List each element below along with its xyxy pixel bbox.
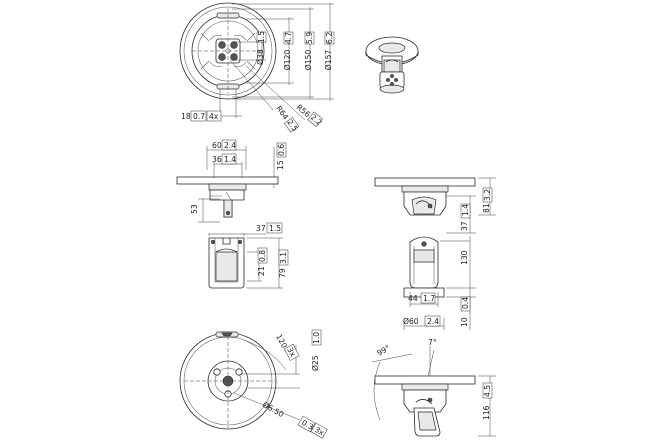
side-width-44: 44 <box>408 294 418 303</box>
tilt-height-116: 116 <box>482 405 491 420</box>
side-height-10: 10 <box>460 317 469 327</box>
bottom-view <box>179 331 301 430</box>
front-width-60-in: 2.4 <box>224 141 236 150</box>
bottom-dia-25: Ø25 <box>311 355 320 371</box>
top-width-18: 18 <box>181 112 191 121</box>
isometric-view <box>365 36 419 94</box>
front-width-37: 37 <box>256 224 266 233</box>
top-dia-150-in: 5.9 <box>305 32 314 44</box>
tilt-view <box>371 346 496 437</box>
front-height-15: 15 <box>276 160 285 170</box>
top-width-18-qty: 4x <box>209 112 219 121</box>
bottom-dia-650-qty: 3x <box>313 425 326 438</box>
tilt-height-116-in: 4.5 <box>483 385 492 397</box>
top-radius-56: R56 <box>295 103 312 120</box>
top-view <box>179 2 334 121</box>
side-height-81-in: 3.2 <box>483 189 492 201</box>
side-height-81: 81 <box>482 203 491 213</box>
front-height-79-in: 3.1 <box>279 252 288 264</box>
top-radius-56-in: 2.2 <box>309 113 324 128</box>
front-height-79: 79 <box>278 268 287 278</box>
front-view-lower <box>208 233 283 289</box>
front-height-21: 21 <box>257 266 266 276</box>
top-radius-64-in: 2.5 <box>285 118 299 133</box>
tilt-angle-99: 99° <box>376 343 392 358</box>
top-dia-150: Ø150 <box>304 50 313 71</box>
top-dia-38: Ø38 <box>256 49 265 65</box>
front-height-15-in: 0.6 <box>277 144 286 156</box>
top-radius-64: R64 <box>274 104 290 122</box>
side-view <box>374 177 496 234</box>
top-dia-157-in: 6.2 <box>325 32 334 44</box>
bottom-angle-120-qty: 3x <box>285 346 298 359</box>
front-height-21-in: 0.8 <box>258 250 267 262</box>
front-width-36-in: 1.4 <box>224 155 236 164</box>
top-dia-120-in: 4.7 <box>284 32 293 44</box>
top-dia-157: Ø157 <box>324 50 333 71</box>
bottom-dia-650: Ø6.50 <box>261 400 285 419</box>
front-view <box>176 146 279 223</box>
tilt-angle-7: 7° <box>428 338 437 347</box>
front-width-60: 60 <box>212 141 222 150</box>
front-height-53: 53 <box>190 204 199 214</box>
side-height-37-in: 1.4 <box>461 204 470 216</box>
top-width-18-in: 0.7 <box>193 112 205 121</box>
side-height-10-in: 0.4 <box>461 297 470 309</box>
side-dia-60: Ø60 <box>403 317 419 326</box>
top-dia-38-in: 1.5 <box>257 31 266 43</box>
side-dia-60-in: 2.4 <box>427 317 439 326</box>
side-width-44-in: 1.7 <box>423 294 435 303</box>
side-view-lower <box>403 236 476 330</box>
top-dia-120: Ø120 <box>283 50 292 71</box>
bottom-dia-25-in: 1.0 <box>312 332 321 344</box>
side-height-130: 130 <box>460 250 469 265</box>
front-width-37-in: 1.5 <box>269 224 281 233</box>
side-height-37: 37 <box>460 221 469 231</box>
front-width-36: 36 <box>212 155 222 164</box>
